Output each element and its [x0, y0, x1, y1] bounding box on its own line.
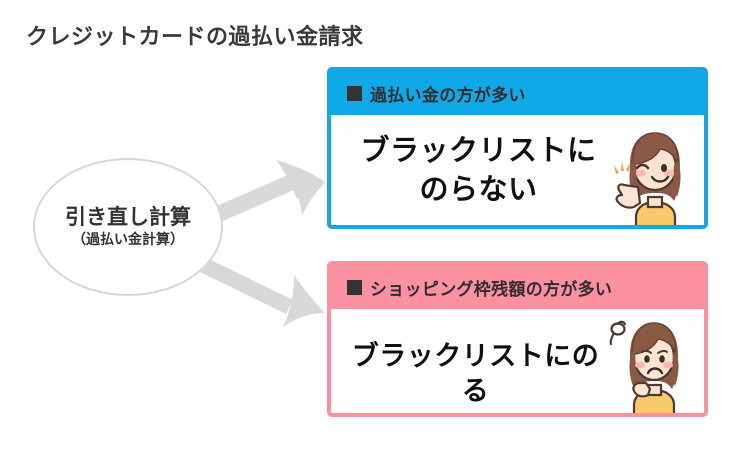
arrow-to-negative-icon [200, 258, 325, 327]
arrow-to-positive-icon [203, 160, 325, 227]
outcome-positive-header: 過払い金の方が多い [331, 71, 704, 115]
square-bullet-icon [347, 279, 362, 295]
outcome-box-negative: ショッピング枠残額の方が多い ブラックリストにのる [327, 261, 708, 417]
outcome-positive-body: ブラックリストに のらない [331, 115, 704, 225]
outcome-negative-header-text: ショッピング枠残額の方が多い [370, 279, 613, 300]
outcome-positive-body-line1: ブラックリストに [360, 133, 597, 167]
source-node-sub-label: （過払い金計算） [72, 231, 184, 248]
outcome-positive-body-text: ブラックリストに のらない [331, 131, 626, 209]
outcome-negative-header: ショッピング枠残額の方が多い [331, 265, 704, 309]
outcome-negative-body: ブラックリストにのる [331, 309, 704, 413]
source-node-main-label: 引き直し計算 [65, 204, 191, 229]
source-node-recalculation: 引き直し計算 （過払い金計算） [33, 158, 223, 296]
sad-worried-woman-icon [609, 320, 679, 413]
outcome-box-positive: 過払い金の方が多い ブラックリストに のらない [327, 67, 708, 229]
outcome-positive-header-text: 過払い金の方が多い [370, 85, 526, 106]
square-bullet-icon [347, 85, 362, 101]
outcome-negative-body-text: ブラックリストにのる [351, 341, 600, 408]
outcome-positive-body-line2: のらない [419, 172, 538, 207]
worry-mark-icon [609, 320, 627, 346]
page-title: クレジットカードの過払い金請求 [26, 25, 364, 50]
